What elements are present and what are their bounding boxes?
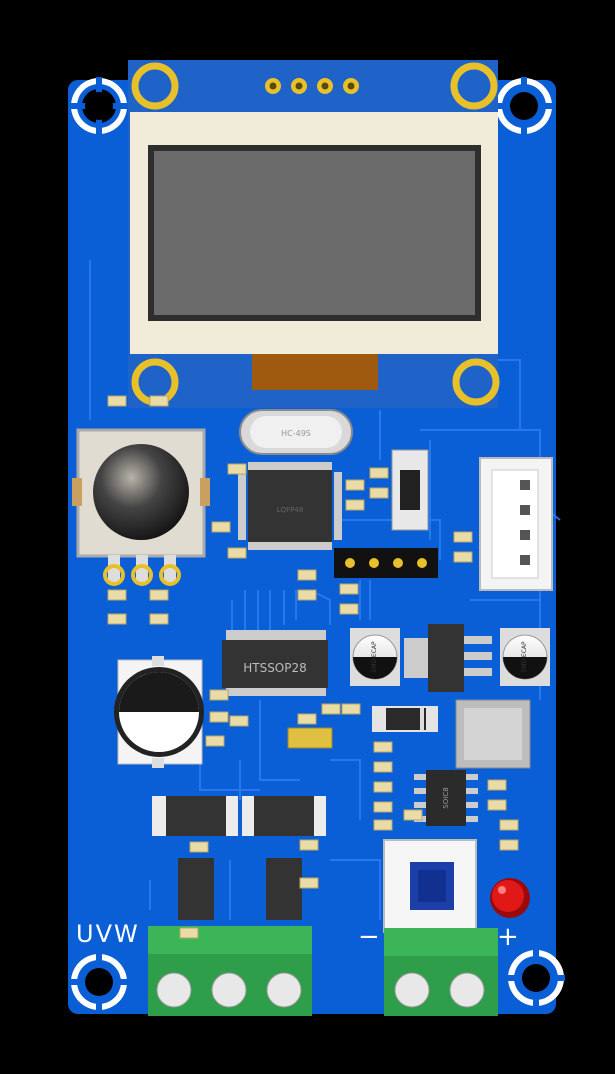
diode bbox=[372, 706, 438, 732]
smd-passives bbox=[107, 395, 519, 939]
jst-connector bbox=[479, 457, 553, 591]
soic8-chip: SOIC8 bbox=[414, 770, 478, 826]
plus-label: + bbox=[497, 922, 519, 952]
tactile-switch bbox=[391, 449, 429, 531]
soic8-marking: SOIC8 bbox=[442, 787, 450, 808]
cap-left-marking: SMD ECAP bbox=[371, 641, 378, 673]
motor-phase-label: UVW bbox=[76, 920, 140, 948]
power-inductor bbox=[455, 699, 531, 769]
mounting-hole-bottom-left bbox=[70, 953, 128, 1011]
minus-label: − bbox=[358, 922, 380, 952]
mosfet-right bbox=[242, 796, 326, 920]
pin-header bbox=[334, 548, 438, 578]
driver-ic-marking: HTSSOP28 bbox=[243, 661, 307, 675]
mounting-hole-top-left bbox=[70, 77, 128, 135]
electrolytic-cap-right: SMD ECAP bbox=[500, 628, 550, 686]
cap-right-marking: SMD ECAP bbox=[521, 641, 528, 673]
driver-ic: HTSSOP28 bbox=[222, 630, 328, 696]
mounting-hole-top-right bbox=[495, 77, 553, 135]
mcu-chip: LQFP48 bbox=[238, 462, 342, 550]
rotary-encoder bbox=[72, 428, 210, 586]
terminal-block-power bbox=[384, 928, 498, 1016]
oled-display-module bbox=[128, 60, 500, 408]
crystal-oscillator: HC-49S bbox=[239, 409, 353, 455]
mounting-hole-bottom-right bbox=[507, 949, 565, 1007]
electrolytic-cap-left: SMD ECAP bbox=[350, 628, 400, 686]
terminal-block-motor bbox=[148, 926, 312, 1016]
buzzer bbox=[114, 656, 204, 768]
status-led bbox=[490, 878, 530, 918]
voltage-regulator bbox=[404, 624, 492, 692]
slide-switch bbox=[383, 839, 477, 933]
oled-flex-cable bbox=[252, 354, 378, 390]
mcu-marking: LQFP48 bbox=[277, 506, 304, 514]
mosfet-left bbox=[152, 796, 238, 920]
yellow-smd-cap bbox=[287, 727, 333, 749]
crystal-marking: HC-49S bbox=[281, 429, 311, 438]
